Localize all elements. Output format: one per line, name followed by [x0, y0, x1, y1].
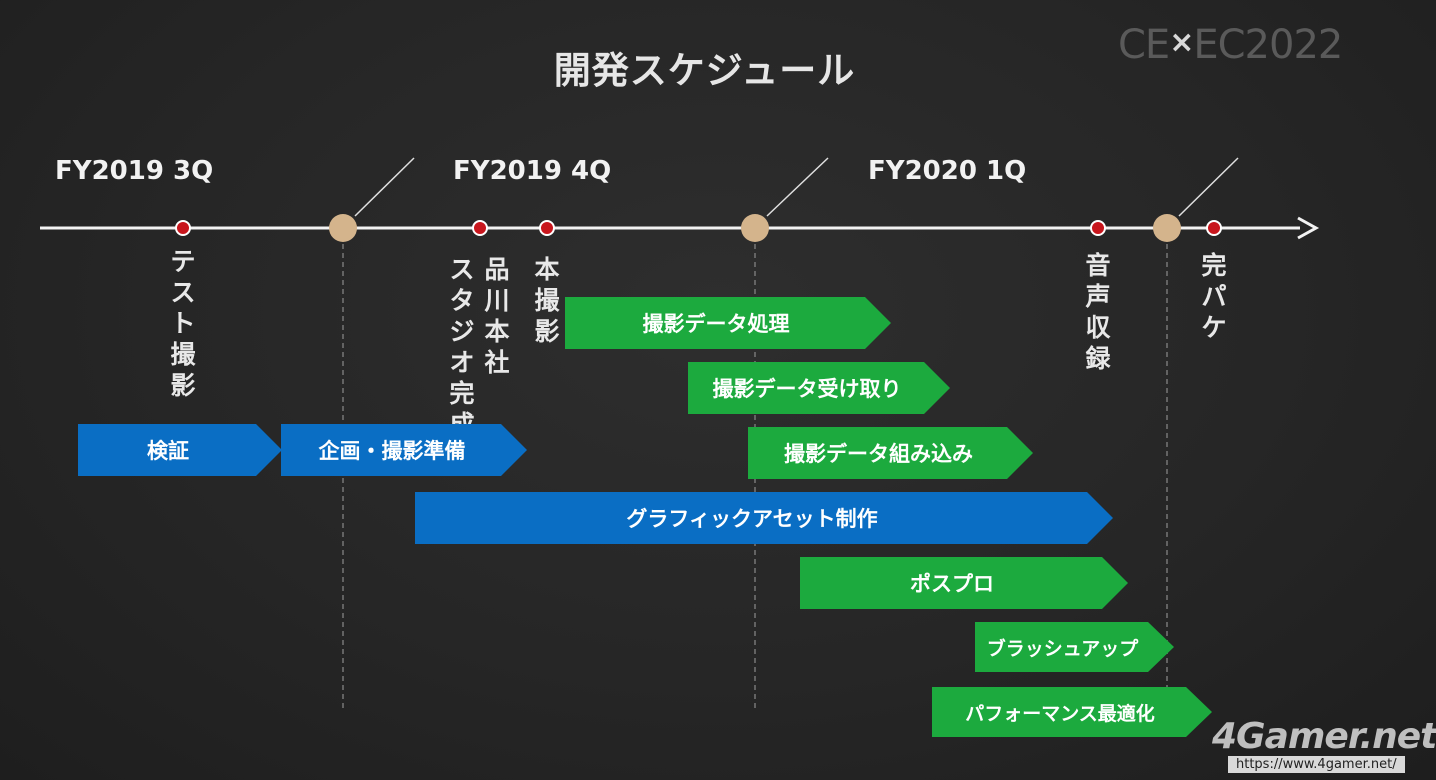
task-bar-data-processing: 撮影データ処理	[565, 297, 891, 349]
timeline-arrowhead	[1297, 216, 1320, 240]
quarter-label: FY2019 3Q	[55, 156, 214, 186]
quarter-slash	[1178, 157, 1239, 217]
logo-right: EC2022	[1193, 22, 1343, 68]
cedec-logo: CE×EC2022	[1118, 22, 1343, 68]
task-bar-brushup: ブラッシュアップ	[975, 622, 1174, 672]
source-url: https://www.4gamer.net/	[1228, 756, 1405, 773]
quarter-slash	[766, 157, 829, 217]
quarter-marker	[1153, 214, 1181, 242]
milestone-sound-recording: 音声収録	[1085, 251, 1111, 373]
milestone-dot	[1090, 220, 1106, 236]
milestone-complete: 完パケ	[1201, 251, 1227, 342]
milestone-main-shoot: 本撮影	[534, 255, 560, 346]
task-bar-data-receive: 撮影データ受け取り	[688, 362, 950, 414]
milestone-dot	[539, 220, 555, 236]
task-bar-graphic-assets: グラフィックアセット制作	[415, 492, 1113, 544]
task-bar-post-production: ポスプロ	[800, 557, 1128, 609]
milestone-studio-line2: スタジオ完成	[449, 255, 475, 439]
task-bar-optimization: パフォーマンス最適化	[932, 687, 1212, 737]
milestone-dot	[472, 220, 488, 236]
page-title: 開発スケジュール	[553, 49, 856, 92]
task-bar-data-integration: 撮影データ組み込み	[748, 427, 1033, 479]
logo-left: CE	[1118, 22, 1170, 68]
milestone-test-shoot: テスト撮影	[170, 247, 196, 400]
milestone-studio-line1: 品川本社	[484, 255, 510, 377]
quarter-marker	[329, 214, 357, 242]
logo-mark: ×	[1169, 25, 1194, 60]
quarter-marker	[741, 214, 769, 242]
milestone-dot	[175, 220, 191, 236]
watermark: 4Gamer.net	[1212, 716, 1436, 757]
task-bar-verification: 検証	[78, 424, 282, 476]
milestone-dot	[1206, 220, 1222, 236]
task-bar-planning: 企画・撮影準備	[281, 424, 527, 476]
quarter-slash	[354, 157, 415, 217]
quarter-label: FY2019 4Q	[453, 156, 612, 186]
quarter-label: FY2020 1Q	[868, 156, 1027, 186]
